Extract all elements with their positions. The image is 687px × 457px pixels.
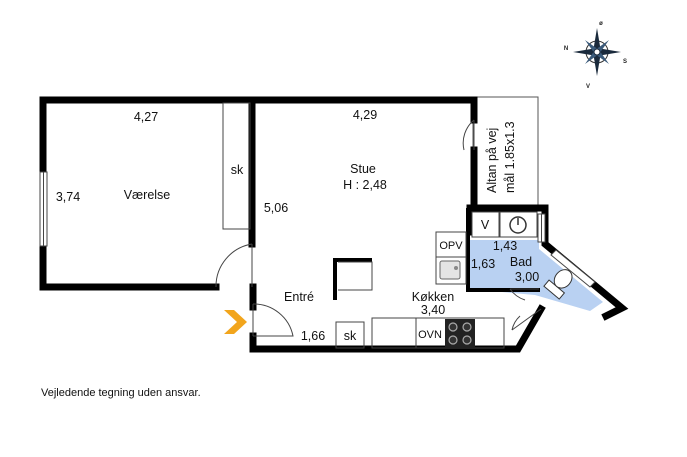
vaerelse-name: Værelse (124, 188, 171, 202)
bad-name: Bad (510, 255, 532, 269)
stue-depth: 5,06 (264, 201, 288, 215)
door-vaerelse (215, 243, 253, 288)
wardrobe-label-2: sk (344, 329, 357, 343)
bad-size: 3,00 (515, 270, 539, 284)
kitchen-counter-upper (338, 261, 373, 291)
koekken-size: 3,40 (421, 303, 445, 317)
sink-box (435, 256, 467, 285)
dishwasher-label: OPV (439, 240, 463, 252)
stue-width: 4,29 (353, 108, 377, 122)
oven-label: OVN (418, 329, 442, 341)
bad-depth: 1,63 (471, 257, 495, 271)
door-bad (509, 288, 539, 301)
vaerelse-depth: 3,74 (56, 190, 80, 204)
interior-walls (333, 208, 540, 300)
stue-name: Stue (350, 162, 376, 176)
compass-south: V (586, 84, 590, 90)
window-bad-diagonal (550, 249, 596, 288)
koekken-name: Køkken (412, 290, 454, 304)
balcony-line2: mål 1.85x1.3 (503, 121, 517, 193)
entre-width: 1,66 (301, 329, 325, 343)
stove-icon (445, 319, 475, 347)
compass-west: N (564, 46, 568, 52)
door-entrance (252, 303, 294, 337)
compass-north: ø (599, 21, 603, 27)
bath-floor (468, 240, 603, 311)
wardrobe-vaerelse (222, 102, 251, 230)
sink-icon (439, 260, 461, 280)
walls (39, 96, 629, 353)
balcony-line1: Altan på vej (485, 128, 499, 193)
washer-label: V (481, 218, 490, 232)
compass-rose-icon (573, 28, 621, 76)
toilet-icon (543, 269, 573, 300)
wardrobe-entre (335, 321, 365, 349)
kitchen-counter (371, 317, 505, 349)
wardrobe-label-1: sk (231, 163, 244, 177)
vaerelse-width: 4,27 (134, 110, 158, 124)
bad-width: 1,43 (493, 239, 517, 253)
entrance-arrow-icon (224, 310, 247, 334)
door-back (511, 308, 542, 331)
entre-name: Entré (284, 290, 314, 304)
stue-height: H : 2,48 (343, 178, 387, 192)
washer-box (471, 211, 500, 238)
disclaimer-text: Vejledende tegning uden ansvar. (41, 387, 201, 399)
door-balcony (462, 119, 475, 151)
compass-east: S (623, 59, 627, 65)
